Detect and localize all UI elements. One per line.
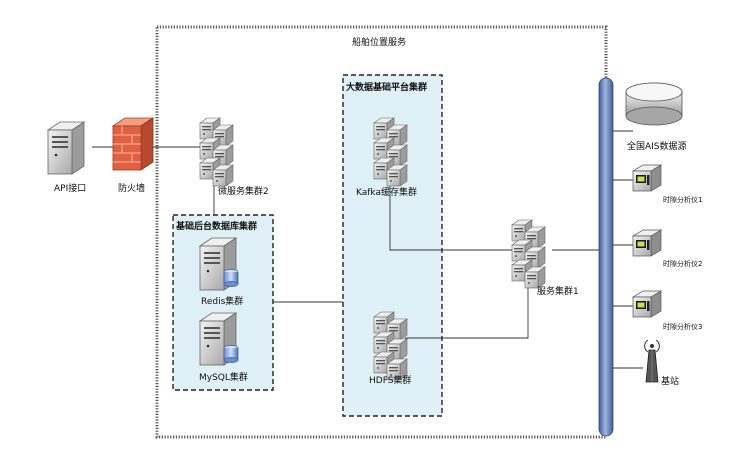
api-server-icon (47, 121, 85, 175)
ais-source-icon (625, 82, 683, 126)
hdfs-cluster-icon (374, 312, 407, 380)
service-cluster-label: 服务集群1 (537, 287, 579, 297)
network-bus (598, 77, 614, 437)
mysql-cluster-label: MySQL集群 (199, 373, 248, 383)
analyzer3-icon (632, 290, 662, 318)
micro-cluster-label: 微服务集群2 (218, 187, 269, 197)
hdfs-cluster-label: HDFS集群 (369, 376, 412, 386)
kafka-cluster-label: Kafka缓存集群 (356, 188, 417, 198)
firewall-icon (111, 117, 155, 171)
base-station-icon (644, 339, 660, 383)
analyzer3-label: 时隙分析仪3 (663, 323, 703, 331)
redis-icon (199, 237, 239, 291)
analyzer2-label: 时隙分析仪2 (663, 260, 703, 268)
micro-cluster-icon (200, 118, 233, 186)
firewall-label: 防火墙 (118, 184, 146, 194)
analyzer1-icon (632, 164, 662, 192)
mysql-icon (199, 312, 239, 366)
kafka-cluster-icon (374, 118, 407, 186)
analyzer2-icon (632, 229, 662, 257)
base-station-label: 基站 (661, 377, 680, 387)
service-cluster-icon (512, 220, 545, 288)
outer-group-title: 船舶位置服务 (352, 38, 407, 48)
redis-cluster-label: Redis集群 (201, 297, 244, 307)
ais-source-label: 全国AIS数据源 (627, 142, 687, 152)
api-label: API接口 (54, 184, 87, 194)
backend-group-title: 基础后台数据库集群 (176, 222, 258, 232)
analyzer1-label: 时隙分析仪1 (663, 196, 703, 204)
bigdata-group-title: 大数据基础平台集群 (346, 83, 428, 93)
bus-connectors (613, 130, 643, 369)
